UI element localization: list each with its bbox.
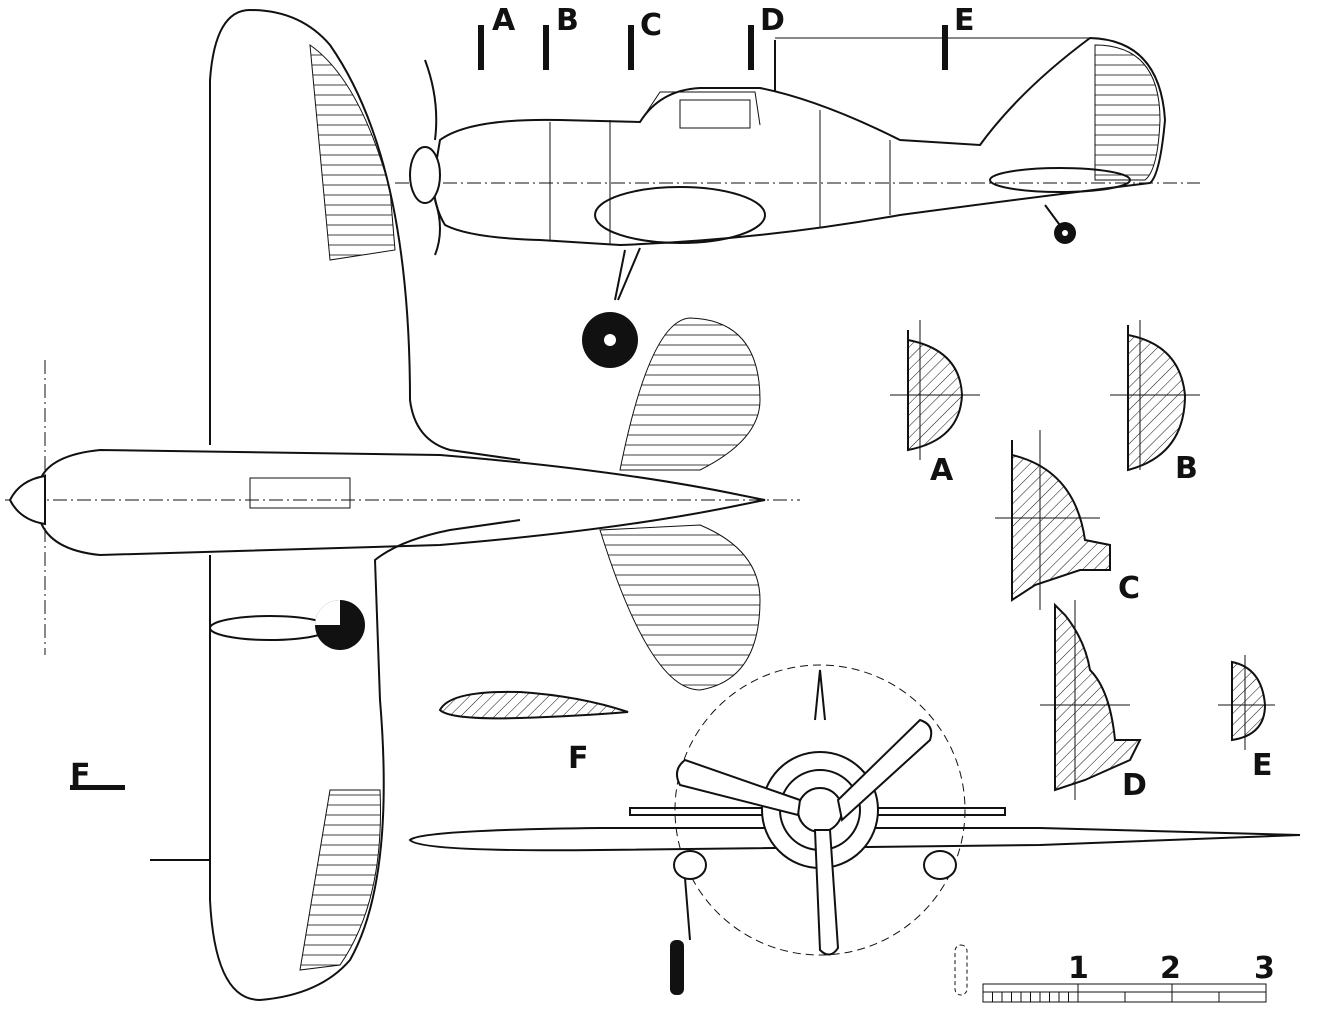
scale-tick-2: 2 (1160, 951, 1181, 986)
side-view (395, 36, 1200, 368)
section-label-c: C (1118, 571, 1140, 606)
front-view (408, 664, 1301, 995)
marker-label-a: A (492, 3, 516, 38)
marker-label-b: B (556, 3, 579, 38)
section-label-a: A (930, 453, 954, 488)
section-a: A (890, 320, 980, 488)
scale-tick-1: 1 (1068, 951, 1089, 986)
section-c: C (995, 430, 1140, 610)
airfoil-label-f: F (568, 741, 589, 776)
section-e: E (1218, 655, 1275, 783)
scale-tick-3: 3 (1254, 951, 1275, 986)
top-view: F (5, 8, 800, 1002)
fuselage-sections: A B C D E (890, 320, 1275, 803)
section-d: D (1040, 600, 1147, 803)
marker-label-d: D (760, 3, 785, 38)
section-markers: A B C D E (478, 3, 975, 70)
airfoil-section-f: F (438, 690, 629, 776)
section-label-b: B (1175, 451, 1198, 486)
scale-bar: 1 2 3 (954, 944, 1275, 1003)
marker-label-c: C (640, 8, 662, 43)
marker-label-e: E (954, 3, 975, 38)
section-label-d: D (1122, 768, 1147, 803)
section-label-e: E (1252, 748, 1273, 783)
wing-section-marker-label: F (70, 758, 91, 793)
section-b: B (1110, 320, 1200, 486)
